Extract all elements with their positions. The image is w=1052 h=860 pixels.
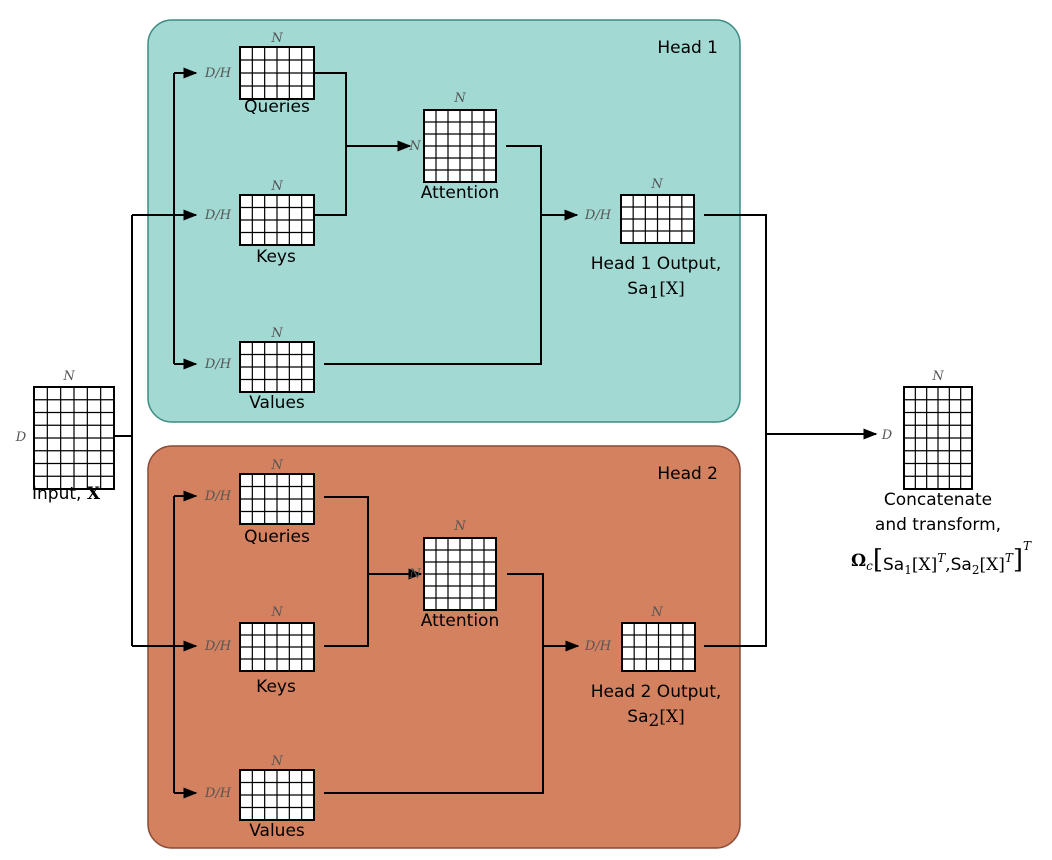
head-1-title: Head 1 bbox=[657, 38, 718, 58]
dim-n-head-2-values: N bbox=[270, 754, 283, 769]
wire-head-1-queries-out bbox=[314, 72, 347, 216]
dim-d-input: D bbox=[15, 430, 27, 445]
dim-dh-head-1-output: D/H bbox=[584, 208, 612, 223]
wire-head-1-output-out bbox=[704, 214, 767, 647]
head-1-attention-label: Attention bbox=[421, 183, 499, 203]
matrix-grids bbox=[33, 46, 973, 821]
wire-input-trunk bbox=[114, 215, 133, 437]
dim-n-side-head-1-attention: N bbox=[408, 139, 421, 154]
dim-dh-head-2-output: D/H bbox=[584, 639, 612, 654]
head-1-output-matrix bbox=[620, 194, 695, 244]
dim-d-final: D bbox=[881, 428, 893, 443]
head-2-keys-matrix bbox=[239, 622, 315, 672]
wire-head-2-attention-out bbox=[324, 573, 544, 794]
dim-n-final: N bbox=[931, 369, 944, 384]
head-2-queries-label: Queries bbox=[244, 527, 310, 547]
dim-dh-head-1-values: D/H bbox=[204, 357, 232, 372]
final-output-formula: Ωc[Sa1[X]T,Sa2[X]T]T bbox=[851, 539, 1032, 577]
head-2-output-label: Head 2 Output, bbox=[591, 682, 722, 702]
dim-n-head-1-queries: N bbox=[270, 31, 283, 46]
head-1-queries-matrix bbox=[239, 46, 315, 100]
head-1-keys-label: Keys bbox=[256, 247, 296, 267]
dim-dh-head-2-keys: D/H bbox=[204, 639, 232, 654]
dim-n-head-2-queries: N bbox=[270, 458, 283, 473]
dim-n-head-1-values: N bbox=[270, 326, 283, 341]
head-1-attention-matrix bbox=[423, 109, 497, 183]
head-2-attention-label: Attention bbox=[421, 611, 499, 631]
input-label: Input, X bbox=[32, 484, 101, 504]
dim-dh-head-1-keys: D/H bbox=[204, 208, 232, 223]
head-2-output-formula: Sa2[X] bbox=[627, 707, 684, 731]
head-2-title: Head 2 bbox=[657, 464, 718, 484]
final-output-label-line-1: Concatenate bbox=[884, 490, 992, 510]
head-1-output-formula: Sa1[X] bbox=[627, 279, 684, 303]
head-2-values-label: Values bbox=[249, 821, 305, 841]
head-2-output-matrix bbox=[621, 622, 696, 672]
dim-n-head-2-output: N bbox=[650, 605, 663, 620]
wire-head-2-queries-out bbox=[324, 496, 369, 647]
head-1-keys-matrix bbox=[239, 194, 315, 246]
dim-n-head-1-keys: N bbox=[270, 179, 283, 194]
head-1-queries-label: Queries bbox=[244, 97, 310, 117]
final-output-label-line-2: and transform, bbox=[875, 515, 1001, 535]
dim-dh-head-2-values: D/H bbox=[204, 786, 232, 801]
head-1-values-matrix bbox=[239, 341, 315, 393]
final-output-matrix bbox=[903, 386, 973, 490]
head-2-keys-label: Keys bbox=[256, 677, 296, 697]
dim-n-input: N bbox=[62, 369, 75, 384]
head-2-values-matrix bbox=[239, 769, 315, 821]
dim-n-head-2-attention: N bbox=[453, 519, 466, 534]
head-1-panel bbox=[147, 19, 741, 423]
head-2-attention-matrix bbox=[423, 537, 497, 611]
dim-n-head-1-output: N bbox=[650, 177, 663, 192]
dim-n-side-head-2-attention: N bbox=[408, 567, 421, 582]
head-2-queries-matrix bbox=[239, 473, 315, 525]
dim-dh-head-1-queries: D/H bbox=[204, 66, 232, 81]
dim-n-head-2-keys: N bbox=[270, 605, 283, 620]
dim-n-head-1-attention: N bbox=[453, 91, 466, 106]
input-matrix bbox=[33, 386, 115, 490]
dim-dh-head-2-queries: D/H bbox=[204, 489, 232, 504]
head-1-output-label: Head 1 Output, bbox=[591, 254, 722, 274]
head-1-values-label: Values bbox=[249, 393, 305, 413]
wire-head-1-attention-out bbox=[324, 145, 542, 365]
